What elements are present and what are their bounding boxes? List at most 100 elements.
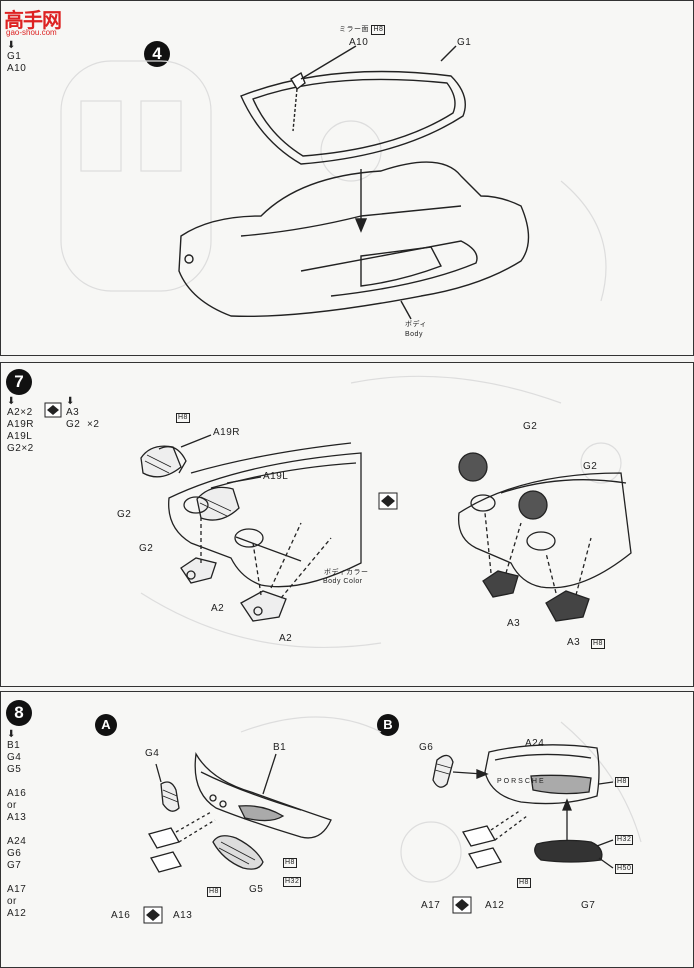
part-item: G5 xyxy=(7,764,22,775)
label-a12: A12 xyxy=(485,900,505,911)
part-item: A19R xyxy=(7,419,35,430)
step-7-panel: 7 ⬇ A2×2 A19R A19L G2×2 ⬇ A3 G2 ×2 xyxy=(0,362,694,687)
label-g2: G2 xyxy=(583,461,598,472)
step-7-diagram xyxy=(44,375,632,649)
part-item: G6 xyxy=(7,848,22,859)
windshield-part xyxy=(240,70,466,165)
step-4-parts-list: ⬇ G1 A10 xyxy=(7,41,26,75)
label-a3: A3 xyxy=(567,637,581,648)
body-part xyxy=(178,161,530,318)
color-code: H50 xyxy=(615,864,634,874)
color-code: H8 xyxy=(176,413,190,423)
lamp-a2 xyxy=(180,557,217,584)
label-body-en: Body xyxy=(405,331,423,338)
part-item: A13 xyxy=(7,812,27,823)
option-icon xyxy=(143,906,163,924)
light-a19r xyxy=(140,445,182,478)
down-arrow-icon: ⬇ xyxy=(7,396,16,407)
watermark-logo: 高手网 gao-shou.com xyxy=(4,4,96,38)
part-item: G1 xyxy=(7,51,22,62)
part-item: A10 xyxy=(7,63,27,74)
label-g7: G7 xyxy=(581,900,596,911)
label-a10: A10 xyxy=(349,37,369,48)
part-item: A17 xyxy=(7,884,27,895)
part-item: or xyxy=(7,800,17,811)
color-code: H32 xyxy=(283,877,302,887)
label-g5: G5 xyxy=(249,884,264,895)
bumper-b1 xyxy=(194,752,332,839)
color-code: H8 xyxy=(615,777,629,787)
part-item: A19L xyxy=(7,431,33,442)
part-g7 xyxy=(534,839,603,863)
color-code: H8 xyxy=(517,878,531,888)
label-a2: A2 xyxy=(279,633,293,644)
step-number: 7 xyxy=(6,369,32,395)
part-g5 xyxy=(212,835,264,870)
step-4-diagram xyxy=(60,45,607,320)
part-item: A12 xyxy=(7,908,27,919)
light-a19l xyxy=(196,486,240,521)
part-item: A16 xyxy=(7,788,27,799)
mirror-part xyxy=(290,71,306,91)
color-code: H8 xyxy=(591,639,605,649)
label-b1: B1 xyxy=(273,742,287,753)
part-a16 xyxy=(148,827,180,849)
lens-g2 xyxy=(518,490,548,520)
watermark-brand: 高手网 xyxy=(4,10,62,32)
watermark-url: gao-shou.com xyxy=(6,28,57,37)
faint-background-drawing xyxy=(240,716,642,883)
option-icon xyxy=(44,402,62,418)
label-g2: G2 xyxy=(523,421,538,432)
step-number: 8 xyxy=(6,700,32,726)
label-a19l: A19L xyxy=(263,471,289,482)
label-body-jp: ボディ xyxy=(405,321,428,328)
part-item: G7 xyxy=(7,860,22,871)
label-a19r: A19R xyxy=(213,427,241,438)
label-bodycolor-jp: ボディカラー xyxy=(324,569,369,576)
part-item: B1 xyxy=(7,740,21,751)
part-item: or xyxy=(7,896,17,907)
bumper-a24 xyxy=(484,744,600,805)
step-8-diagram xyxy=(143,716,642,924)
variant-a-badge: A xyxy=(95,714,117,736)
part-item: A3 xyxy=(66,407,80,418)
step-8-parts-list: ⬇ B1 G4 G5 A16 or A13 A24 G6 G7 A17 or A… xyxy=(7,730,26,920)
option-icon xyxy=(378,492,398,510)
label-a13: A13 xyxy=(173,910,193,921)
down-arrow-icon: ⬇ xyxy=(7,729,16,740)
label-g2: G2 xyxy=(117,509,132,520)
down-arrow-icon: ⬇ xyxy=(66,396,75,407)
step-8-panel: 8 ⬇ B1 G4 G5 A16 or A13 A24 G6 G7 A17 or… xyxy=(0,691,694,968)
faint-background-drawing xyxy=(140,375,622,649)
label-g6: G6 xyxy=(419,742,434,753)
label-a24: A24 xyxy=(525,738,545,749)
step-7-parts-list: ⬇ A2×2 A19R A19L G2×2 xyxy=(7,397,34,455)
lamp-a3 xyxy=(545,590,590,622)
part-item: G2 xyxy=(66,419,81,430)
part-a12 xyxy=(468,847,502,869)
part-item: G2×2 xyxy=(7,443,34,454)
part-item: G4 xyxy=(7,752,22,763)
part-g6 xyxy=(432,754,454,788)
label-g4: G4 xyxy=(145,748,160,759)
label-g2: G2 xyxy=(139,543,154,554)
part-item: A24 xyxy=(7,836,27,847)
part-a13 xyxy=(150,851,182,873)
label-a2: A2 xyxy=(211,603,225,614)
multiplier: ×2 xyxy=(87,419,100,430)
color-code: H8 xyxy=(283,858,297,868)
label-a16: A16 xyxy=(111,910,131,921)
mirror-surface-label: ミラー面 H8 xyxy=(339,25,386,35)
variant-b-badge: B xyxy=(377,714,399,736)
step-4-panel: 高手网 gao-shou.com ⬇ G1 A10 4 xyxy=(0,0,694,356)
color-code: H32 xyxy=(615,835,634,845)
part-a17 xyxy=(462,825,496,847)
option-icon xyxy=(452,896,472,914)
lamp-a2 xyxy=(240,590,287,622)
label-g1: G1 xyxy=(457,37,472,48)
label-bodycolor-en: Body Color xyxy=(323,578,363,585)
label-a17: A17 xyxy=(421,900,441,911)
step-7-option-parts: ⬇ A3 G2 xyxy=(66,397,80,431)
faint-background-drawing xyxy=(60,60,607,302)
